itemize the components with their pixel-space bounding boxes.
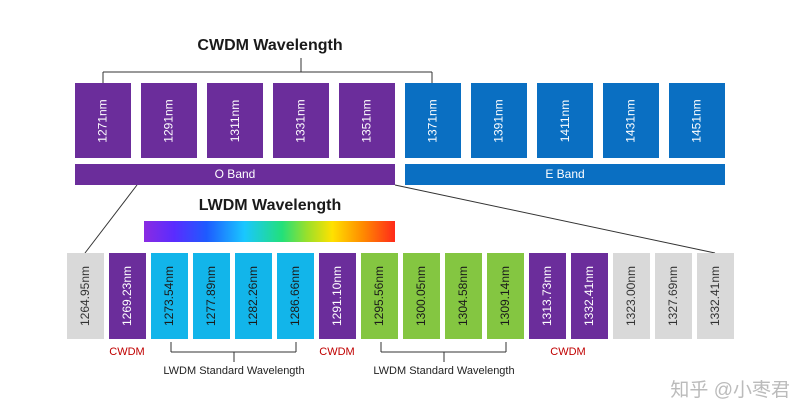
cwdm-channel-box: 1311nm	[207, 83, 263, 158]
channel-label: 1282.26nm	[246, 265, 261, 327]
lwdm-channel-box: 1309.14nm	[487, 253, 524, 339]
lwdm-channel-box: 1295.56nm	[361, 253, 398, 339]
watermark: 知乎 @小枣君	[670, 380, 790, 401]
channel-label: 1451nm	[690, 98, 704, 143]
channel-label: 1311nm	[227, 99, 242, 142]
cwdm-channel-box: 1351nm	[339, 83, 395, 158]
channel-label: 1327.69nm	[666, 265, 681, 327]
channel-label: 1332.41nm	[708, 265, 723, 327]
lwdm-channel-box: 1332.41nm	[697, 253, 734, 339]
channel-label: 1332.41nm	[582, 265, 597, 327]
e-band-bar: E Band	[405, 164, 725, 185]
channel-label: 1286.66nm	[288, 265, 303, 327]
lwdm-channel-box: 1264.95nm	[67, 253, 104, 339]
channel-label: 1291nm	[162, 98, 176, 143]
channel-label: 1269.23nm	[120, 265, 135, 327]
lwdm-standard-label: LWDM Standard Wavelength	[373, 365, 515, 377]
lwdm-channel-box: 1273.54nm	[151, 253, 188, 339]
channel-label: 1295.56nm	[372, 265, 387, 327]
cwdm-channel-box: 1371nm	[405, 83, 461, 158]
channel-label: 1371nm	[426, 98, 440, 143]
cwdm-channel-box: 1411nm	[537, 83, 593, 158]
lwdm-channel-box: 1286.66nm	[277, 253, 314, 339]
lwdm-channel-box: 1327.69nm	[655, 253, 692, 339]
lwdm-channel-box: 1291.10nm	[319, 253, 356, 339]
spectrum-bar	[144, 221, 395, 242]
lwdm-channel-box: 1282.26nm	[235, 253, 272, 339]
channel-label: 1411nm	[557, 99, 572, 142]
channel-label: 1313.73nm	[540, 265, 555, 327]
lwdm-channel-box: 1332.41nm	[571, 253, 608, 339]
channel-label: 1351nm	[360, 98, 374, 143]
channel-label: 1273.54nm	[162, 265, 177, 327]
lwdm-channel-box: 1277.89nm	[193, 253, 230, 339]
channel-label: 1304.58nm	[456, 265, 471, 327]
lwdm-channel-box: 1323.00nm	[613, 253, 650, 339]
channel-label: 1331nm	[294, 98, 308, 143]
cwdm-channel-box: 1291nm	[141, 83, 197, 158]
lwdm-channel-box: 1300.05nm	[403, 253, 440, 339]
channel-label: 1271nm	[96, 98, 110, 143]
channel-label: 1323.00nm	[624, 265, 639, 327]
channel-label: 1264.95nm	[78, 265, 93, 327]
channel-label: 1309.14nm	[498, 265, 513, 327]
cwdm-channel-box: 1271nm	[75, 83, 131, 158]
channel-label: 1300.05nm	[414, 265, 429, 327]
cwdm-label: CWDM	[109, 346, 145, 358]
cwdm-label: CWDM	[319, 346, 355, 358]
lwdm-title: LWDM Wavelength	[198, 197, 342, 214]
channel-label: 1291.10nm	[330, 265, 345, 327]
channel-label: 1431nm	[624, 98, 638, 143]
lwdm-channel-box: 1313.73nm	[529, 253, 566, 339]
cwdm-channel-box: 1391nm	[471, 83, 527, 158]
cwdm-label: CWDM	[550, 346, 586, 358]
channel-label: 1391nm	[492, 98, 506, 143]
cwdm-channel-box: 1431nm	[603, 83, 659, 158]
lwdm-channel-box: 1269.23nm	[109, 253, 146, 339]
o-band-bar: O Band	[75, 164, 395, 185]
cwdm-title: CWDM Wavelength	[197, 37, 343, 54]
cwdm-channel-box: 1331nm	[273, 83, 329, 158]
cwdm-channel-box: 1451nm	[669, 83, 725, 158]
lwdm-channel-box: 1304.58nm	[445, 253, 482, 339]
channel-label: 1277.89nm	[204, 265, 219, 327]
lwdm-standard-label: LWDM Standard Wavelength	[163, 365, 305, 377]
